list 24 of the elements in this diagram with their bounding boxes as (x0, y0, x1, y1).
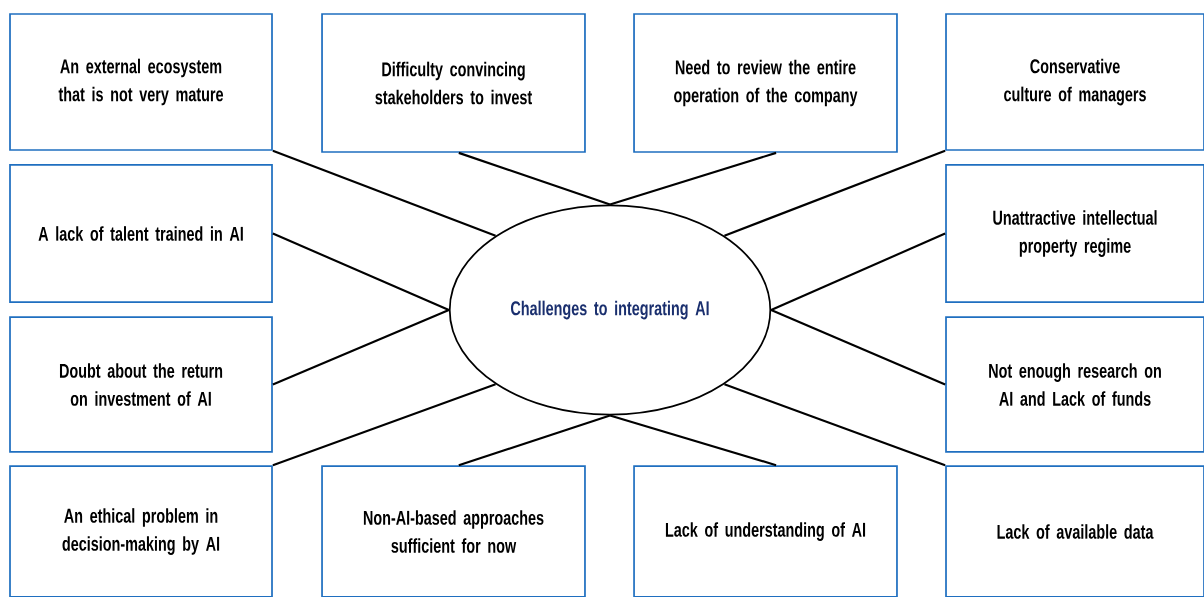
challenge-box: An ethical problem in decision-making by AI (9, 465, 273, 597)
connector-line (770, 232, 946, 311)
challenge-box: Not enough research on AI and Lack of funds (945, 316, 1204, 453)
connector-line (724, 383, 946, 467)
challenge-box: A lack of talent trained in AI (9, 164, 273, 303)
connector-line (272, 232, 450, 311)
challenge-box: Lack of available data (945, 465, 1204, 597)
connector-line (272, 383, 496, 467)
challenge-box: An external ecosystem that is not very mature (9, 13, 273, 151)
connector-line (770, 309, 946, 386)
challenge-box: Doubt about the return on investment of AI (9, 316, 273, 453)
challenge-box: Difficulty convincing stakeholders to invest (321, 13, 586, 153)
connector-line (609, 414, 777, 467)
connector-line (272, 149, 496, 237)
connector-line (458, 151, 611, 206)
connector-line (272, 309, 450, 386)
challenge-box: Lack of understanding of AI (633, 465, 898, 597)
connector-line (458, 414, 611, 467)
connector-line (724, 149, 946, 237)
challenge-box: Conservative culture of managers (945, 13, 1204, 151)
challenge-box: Unattractive intellectual property regime (945, 164, 1204, 303)
challenge-box: Non-AI-based approaches sufficient for now (321, 465, 586, 597)
connector-line (609, 151, 777, 206)
challenge-box: Need to review the entire operation of the company (633, 13, 898, 153)
